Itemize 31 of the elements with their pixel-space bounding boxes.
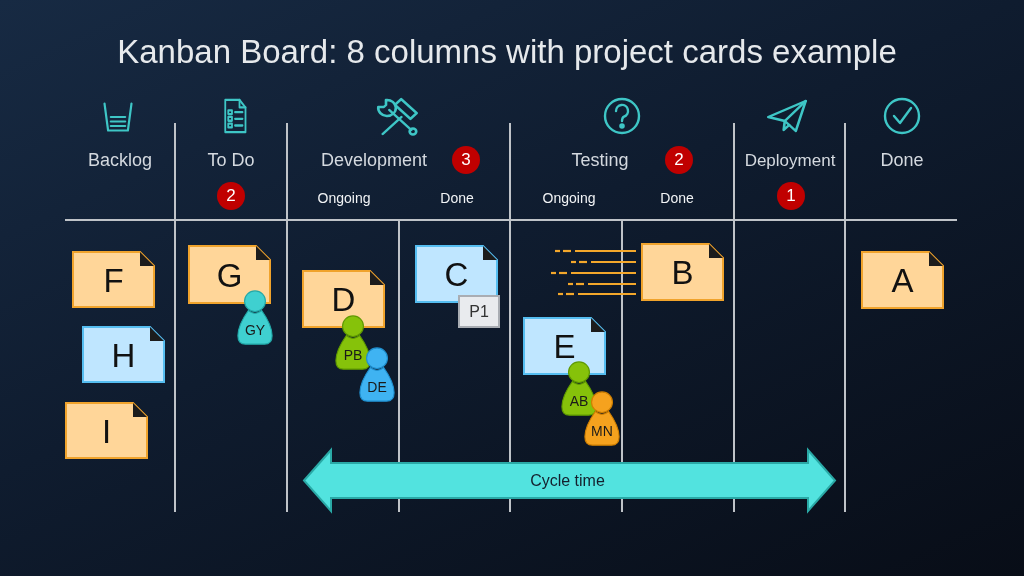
column-header: To Do xyxy=(207,151,255,169)
wip-limit-badge: 2 xyxy=(665,146,693,174)
card-letter: H xyxy=(111,338,136,371)
avatar-initials: AB xyxy=(569,394,589,409)
column-header: Deployment xyxy=(744,151,836,169)
card-letter: E xyxy=(553,329,576,363)
avatar-initials: GY xyxy=(244,323,266,338)
card-letter: F xyxy=(103,263,124,296)
priority-tag: P1 xyxy=(458,295,500,328)
avatar-initials: DE xyxy=(367,380,387,395)
column-header: Done xyxy=(880,151,924,169)
card-letter: G xyxy=(216,258,243,291)
column-header: Backlog xyxy=(88,151,152,169)
subcolumn-header: Done xyxy=(660,191,694,205)
wip-limit-badge: 2 xyxy=(217,182,245,210)
card-letter: B xyxy=(671,255,694,289)
avatar-initials: PB xyxy=(343,348,363,363)
wip-limit-badge: 1 xyxy=(777,182,805,210)
card-letter: C xyxy=(444,257,469,291)
column-header: Testing xyxy=(571,151,629,169)
card-letter: D xyxy=(331,282,356,316)
subcolumn-header: Ongoing xyxy=(542,191,596,205)
card-letter: I xyxy=(101,414,112,447)
card-letter: A xyxy=(891,263,914,297)
subcolumn-header: Done xyxy=(440,191,474,205)
arrow-label: Cycle time xyxy=(530,472,605,489)
subcolumn-header: Ongoing xyxy=(317,191,371,205)
wip-limit-badge: 3 xyxy=(452,146,480,174)
column-header: Development xyxy=(320,151,428,169)
title: Kanban Board: 8 columns with project cards example xyxy=(117,34,897,68)
avatar-initials: MN xyxy=(591,424,613,439)
